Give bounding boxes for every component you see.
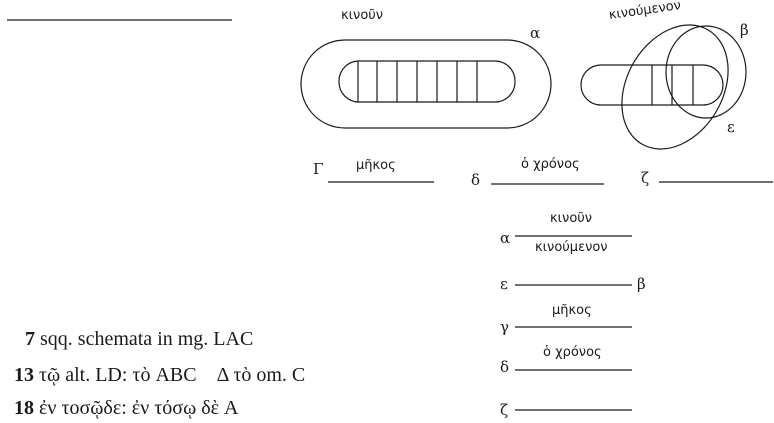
apparatus-line-1: 7 sqq. schemata in mg. LAC xyxy=(25,328,253,351)
stack-label-alpha: α xyxy=(500,229,511,247)
stack-label-time: ὁ χρόνος xyxy=(543,345,602,360)
figure-point-alpha: α xyxy=(530,24,541,42)
line-label-zeta: ζ xyxy=(641,169,650,187)
figure-label-moving: κινοῦν xyxy=(341,8,384,23)
line-label-time: ὁ χρόνος xyxy=(521,157,580,172)
line-label-delta: δ xyxy=(471,171,481,189)
apparatus-line-number: 13 xyxy=(14,364,34,386)
stack-label-gamma: γ xyxy=(500,318,509,336)
line-label-length: μῆκος xyxy=(356,158,396,173)
figure-point-epsilon: ε xyxy=(727,118,735,136)
outer-stadium xyxy=(300,39,552,129)
inner-stadium xyxy=(338,60,516,103)
apparatus-line-text: ἐν τοσῷδε: ἐν τόσῳ δὲ A xyxy=(34,397,239,419)
stack-label-moved: κινούμενον xyxy=(535,240,608,255)
stack-label-length: μῆκος xyxy=(552,303,592,318)
apparatus-line-text: τῷ alt. LD: τὸ ABC Δ τὸ om. C xyxy=(34,364,306,386)
stack-label-moving: κινοῦν xyxy=(550,211,593,226)
apparatus-line-number: 18 xyxy=(14,397,34,419)
apparatus-line-text: sqq. schemata in mg. LAC xyxy=(35,328,254,350)
figure-point-beta: β xyxy=(740,21,749,39)
line-label-gamma: Γ xyxy=(313,160,324,178)
stack-label-epsilon: ε xyxy=(500,275,508,293)
ellipse-beta xyxy=(665,25,747,119)
apparatus-line-2: 13 τῷ alt. LD: τὸ ABC Δ τὸ om. C xyxy=(14,364,305,387)
stack-label-zeta: ζ xyxy=(500,401,509,419)
ellipse-epsilon xyxy=(621,24,729,150)
apparatus-line-3: 18 ἐν τοσῷδε: ἐν τόσῳ δὲ A xyxy=(14,397,239,420)
stack-label-delta: δ xyxy=(500,358,510,376)
stack-label-beta: β xyxy=(637,275,646,293)
apparatus-line-number: 7 xyxy=(25,328,35,350)
